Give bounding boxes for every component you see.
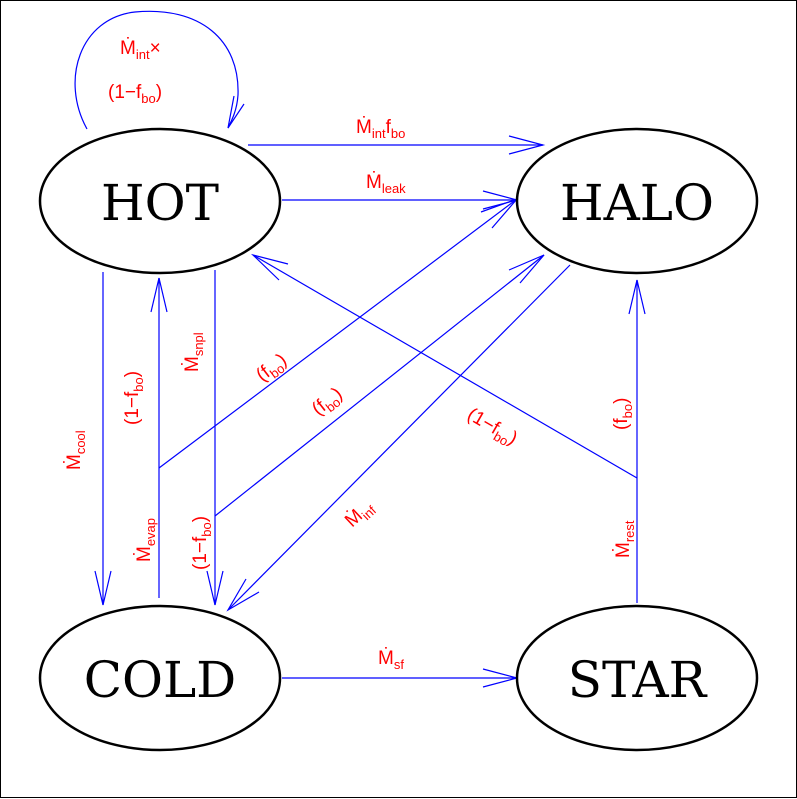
arrowhead-cold-hot-evap bbox=[150, 277, 168, 313]
label-msnpl: Ṁsnpl bbox=[182, 332, 206, 372]
node-cold bbox=[38, 604, 282, 752]
arrowhead-hot-cold-cool bbox=[94, 570, 112, 606]
label-mevap: Ṁevap bbox=[134, 518, 158, 562]
arrowhead-halo-cold-inf bbox=[226, 578, 260, 612]
label-minf: Ṁinf bbox=[341, 496, 379, 534]
label-fbo-rest: (fbo) bbox=[611, 398, 635, 430]
label-mleak: Ṁleak bbox=[366, 172, 406, 196]
label-fbo-snpl: (fbo) bbox=[308, 383, 348, 422]
edge-hot-self-loop bbox=[74, 10, 239, 130]
label-mrest: Ṁrest bbox=[613, 520, 637, 558]
label-mint-fbo: Ṁintfbo bbox=[356, 117, 405, 141]
edge-halo-cold-inf bbox=[227, 264, 571, 611]
arrowhead-hot-halo-mint bbox=[508, 135, 546, 155]
label-self-loop-line2: (1−fbo) bbox=[108, 82, 162, 106]
label-one-minus-fbo-snpl: (1−fbo) bbox=[190, 516, 214, 570]
node-star bbox=[515, 604, 759, 752]
node-hot bbox=[38, 127, 282, 275]
label-self-loop-line1: Ṁint× bbox=[120, 38, 161, 62]
arrowhead-snpl-halo bbox=[508, 254, 545, 284]
node-halo-label: HALO bbox=[560, 174, 714, 232]
edge-rest-hot bbox=[252, 254, 638, 479]
label-msf: Ṁsf bbox=[378, 648, 404, 672]
edge-evap-halo bbox=[158, 198, 518, 469]
node-halo bbox=[515, 127, 759, 275]
node-star-label: STAR bbox=[568, 651, 708, 709]
arrowhead-hot-cold-snpl bbox=[206, 570, 224, 606]
arrowhead-hot-self-loop bbox=[227, 95, 245, 129]
arrowhead-rest-hot bbox=[250, 253, 289, 281]
label-one-minus-fbo-rest: (1−fbo) bbox=[462, 404, 521, 452]
arrowhead-star-halo-rest bbox=[628, 279, 646, 315]
node-hot-label: HOT bbox=[101, 174, 219, 232]
label-mcool: Ṁcool bbox=[64, 430, 88, 470]
node-cold-label: COLD bbox=[84, 651, 237, 709]
label-one-minus-fbo-evap-up: (1−fbo) bbox=[122, 371, 146, 425]
edge-snpl-halo bbox=[214, 254, 545, 517]
